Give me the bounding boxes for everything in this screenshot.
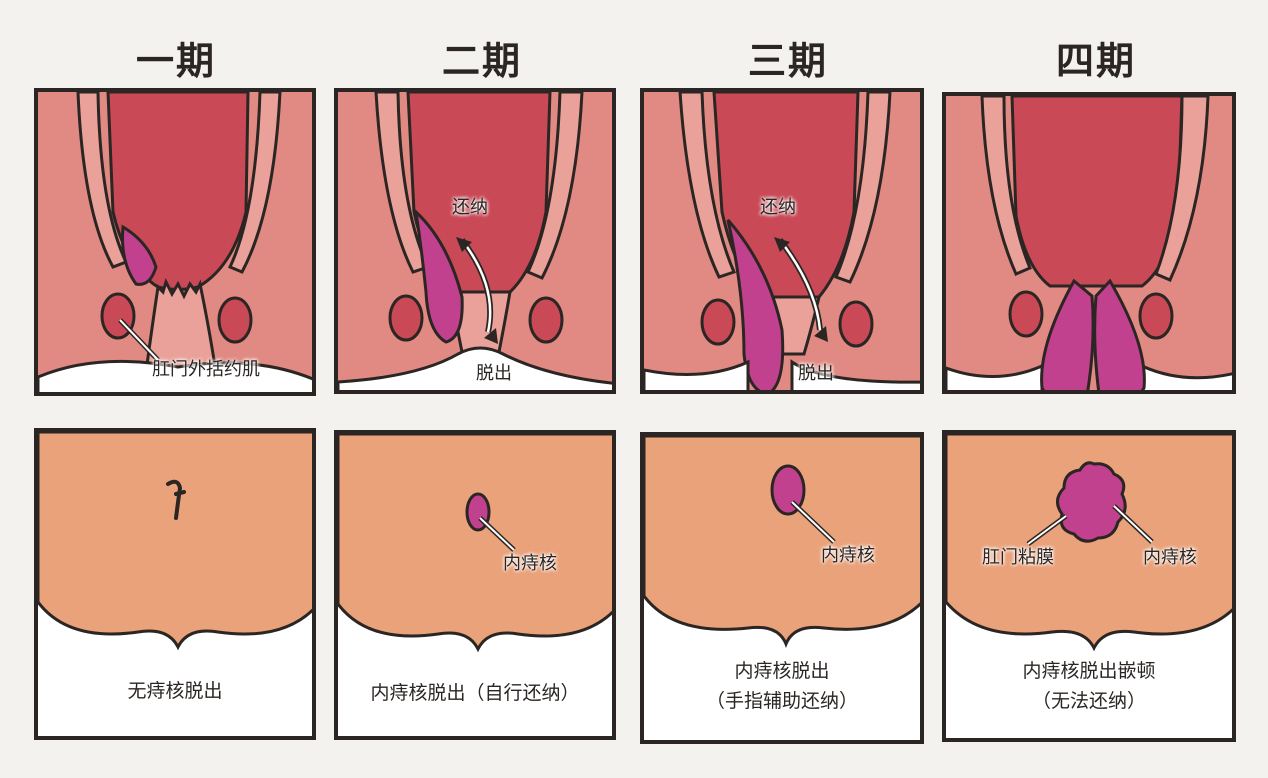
nucleus-label: 内痔核 bbox=[821, 545, 875, 566]
stage-3-caption: 内痔核脱出 （手指辅助还纳） bbox=[644, 656, 920, 716]
stage-3-anatomy bbox=[644, 92, 920, 390]
stage-1-external-view: 无痔核脱出 bbox=[34, 428, 316, 740]
stage-2-title: 二期 bbox=[441, 39, 522, 83]
stage-4-title: 四期 bbox=[1055, 39, 1136, 83]
stage-4-skin bbox=[946, 434, 1232, 738]
sphincter-label: 肛门外括约肌 bbox=[152, 359, 260, 380]
stage-2-skin bbox=[338, 434, 612, 736]
caption-line-1: 内痔核脱出嵌顿 bbox=[1022, 660, 1156, 682]
prolapse-label: 脱出 bbox=[798, 363, 834, 384]
caption-line-1: 内痔核脱出 bbox=[734, 660, 830, 682]
nucleus-label: 内痔核 bbox=[1143, 547, 1197, 568]
stage-2-anatomy bbox=[338, 92, 612, 390]
stage-1-anatomy bbox=[38, 92, 312, 392]
caption-line-2: （手指辅助还纳） bbox=[705, 690, 858, 712]
caption-line-1: 内痔核脱出（自行还纳） bbox=[370, 682, 580, 704]
stage-1-caption: 无痔核脱出 bbox=[38, 676, 312, 706]
mucosa-label: 肛门粘膜 bbox=[982, 547, 1054, 568]
stage-2-caption: 内痔核脱出（自行还纳） bbox=[338, 678, 612, 708]
stage-3-title: 三期 bbox=[747, 39, 828, 83]
stage-1-title: 一期 bbox=[135, 39, 216, 83]
nucleus-label: 内痔核 bbox=[503, 553, 557, 574]
reduce-label: 还纳 bbox=[760, 197, 796, 218]
stage-3-external-view: 内痔核 内痔核脱出 （手指辅助还纳） bbox=[640, 432, 924, 744]
stage-2-external-view: 内痔核 内痔核脱出（自行还纳） bbox=[334, 430, 616, 740]
stage-2-cross-section: 还纳 脱出 bbox=[334, 88, 616, 394]
stage-4-cross-section bbox=[942, 92, 1236, 394]
stage-4-external-view: 肛门粘膜 内痔核 内痔核脱出嵌顿 （无法还纳） bbox=[942, 430, 1236, 742]
stage-4-caption: 内痔核脱出嵌顿 （无法还纳） bbox=[946, 656, 1232, 716]
stage-1-skin bbox=[38, 432, 312, 736]
caption-line-1: 无痔核脱出 bbox=[127, 680, 223, 702]
stage-3-skin bbox=[644, 436, 920, 740]
stage-3-cross-section: 还纳 脱出 bbox=[640, 88, 924, 394]
prolapse-label: 脱出 bbox=[476, 363, 512, 384]
stage-1-cross-section: 肛门外括约肌 bbox=[34, 88, 316, 396]
stage-4-anatomy bbox=[946, 96, 1232, 390]
caption-line-2: （无法还纳） bbox=[1031, 690, 1146, 712]
reduce-label: 还纳 bbox=[452, 197, 488, 218]
